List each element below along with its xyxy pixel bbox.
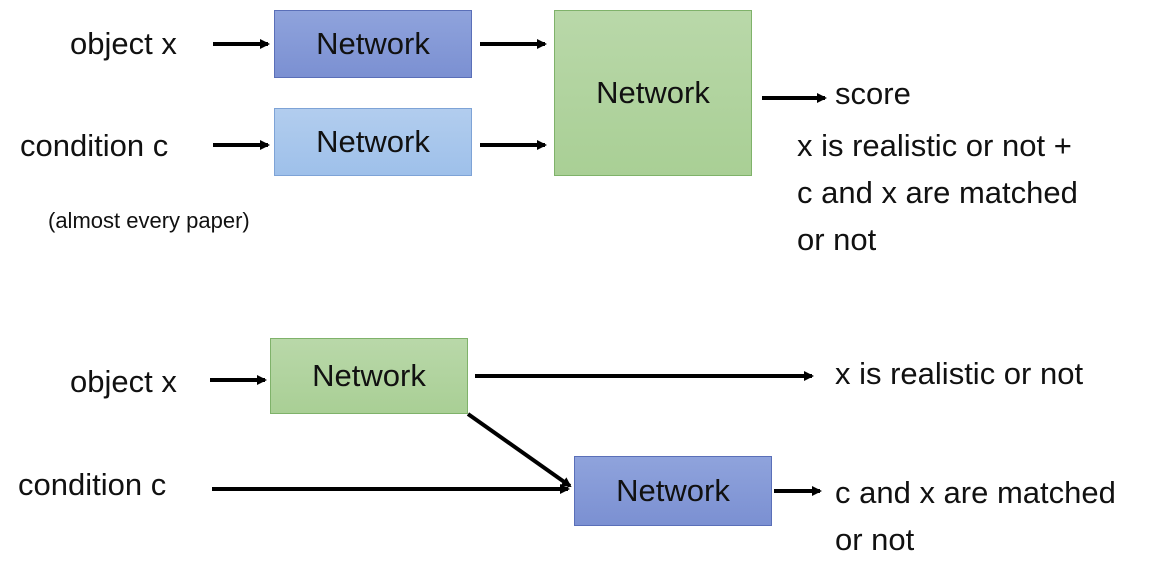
network-label: Network xyxy=(316,26,430,61)
score-label: score xyxy=(835,76,911,111)
match-network-box: Network xyxy=(574,456,772,526)
object-network-box: Network xyxy=(274,10,472,78)
arrow-network-to-match-network xyxy=(466,412,572,488)
network-label: Network xyxy=(596,75,710,110)
caption-almost-every-paper: (almost every paper) xyxy=(48,208,250,233)
match-output-line-1: c and x are matched xyxy=(835,475,1116,510)
combined-network-box: Network xyxy=(554,10,752,176)
network-label: Network xyxy=(312,358,426,393)
network-label: Network xyxy=(316,124,430,159)
output-text-line-3: or not xyxy=(797,222,877,257)
condition-c-label: condition c xyxy=(20,128,169,163)
condition-network-box: Network xyxy=(274,108,472,176)
object-x-label-bottom: object x xyxy=(70,364,177,399)
object-network-box-bottom: Network xyxy=(270,338,468,414)
realistic-output-label: x is realistic or not xyxy=(835,356,1084,391)
object-x-label: object x xyxy=(70,26,177,61)
output-text-line-2: c and x are matched xyxy=(797,175,1078,210)
network-label: Network xyxy=(616,473,730,508)
match-output-line-2: or not xyxy=(835,522,915,557)
output-text-line-1: x is realistic or not + xyxy=(797,128,1072,163)
condition-c-label-bottom: condition c xyxy=(18,467,167,502)
